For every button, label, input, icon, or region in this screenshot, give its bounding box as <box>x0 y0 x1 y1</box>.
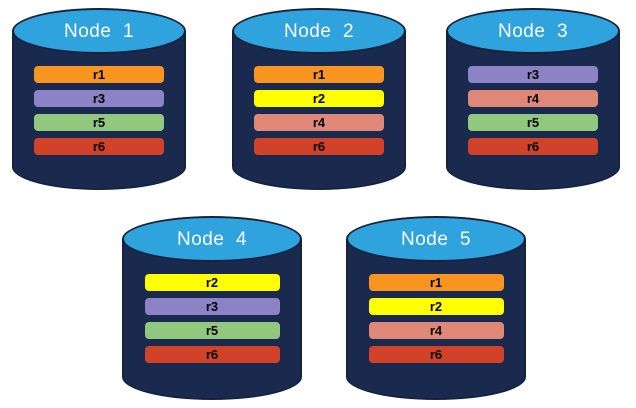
node-cylinder-top: Node 4 <box>122 216 302 262</box>
node-cylinder-body <box>446 31 620 190</box>
replica-bar-r3[interactable]: r3 <box>144 298 280 315</box>
replica-bar-r4[interactable]: r4 <box>253 114 385 131</box>
node-4[interactable]: Node 4 r2 r3 r5 r6 <box>122 216 302 400</box>
replica-label: r3 <box>205 299 219 314</box>
node-cylinder-top: Node 1 <box>12 8 186 54</box>
replica-bar-r5[interactable]: r5 <box>33 114 165 131</box>
node-label: Node 5 <box>400 228 472 250</box>
replica-list: r2 r3 r5 r6 <box>122 274 302 370</box>
replica-label: r6 <box>205 347 219 362</box>
replica-bar-r1[interactable]: r1 <box>33 66 165 83</box>
replica-bar-r6[interactable]: r6 <box>144 346 280 363</box>
replica-bar-r3[interactable]: r3 <box>33 90 165 107</box>
replica-label: r2 <box>205 275 219 290</box>
node-label: Node 1 <box>63 20 135 42</box>
replica-bar-r2[interactable]: r2 <box>368 298 504 315</box>
replica-bar-r2[interactable]: r2 <box>253 90 385 107</box>
node-cylinder-top: Node 3 <box>446 8 620 54</box>
node-cylinder-body <box>232 31 406 190</box>
replica-bar-r3[interactable]: r3 <box>467 66 599 83</box>
replica-label: r4 <box>429 323 443 338</box>
replica-label: r5 <box>205 323 219 338</box>
node-label: Node 4 <box>176 228 248 250</box>
node-label: Node 2 <box>283 20 355 42</box>
replica-bar-r6[interactable]: r6 <box>33 138 165 155</box>
replica-label: r6 <box>429 347 443 362</box>
replica-bar-r1[interactable]: r1 <box>253 66 385 83</box>
replica-list: r1 r2 r4 r6 <box>346 274 526 370</box>
replica-bar-r4[interactable]: r4 <box>467 90 599 107</box>
replica-list: r1 r3 r5 r6 <box>12 66 186 162</box>
replica-list: r3 r4 r5 r6 <box>446 66 620 162</box>
replica-bar-r6[interactable]: r6 <box>253 138 385 155</box>
node-cylinder-top: Node 5 <box>346 216 526 262</box>
replica-label: r4 <box>526 91 540 106</box>
replica-bar-r6[interactable]: r6 <box>368 346 504 363</box>
node-cylinder-top: Node 2 <box>232 8 406 54</box>
replica-label: r3 <box>92 91 106 106</box>
replica-label: r6 <box>312 139 326 154</box>
node-5[interactable]: Node 5 r1 r2 r4 r6 <box>346 216 526 400</box>
replica-label: r6 <box>92 139 106 154</box>
replica-label: r2 <box>429 299 443 314</box>
replica-label: r2 <box>312 91 326 106</box>
replica-label: r3 <box>526 67 540 82</box>
replica-label: r5 <box>92 115 106 130</box>
replica-bar-r1[interactable]: r1 <box>368 274 504 291</box>
node-2[interactable]: Node 2 r1 r2 r4 r6 <box>232 8 406 190</box>
node-cylinder-body <box>346 239 526 400</box>
replica-bar-r2[interactable]: r2 <box>144 274 280 291</box>
node-1[interactable]: Node 1 r1 r3 r5 r6 <box>12 8 186 190</box>
node-label: Node 3 <box>497 20 569 42</box>
replica-list: r1 r2 r4 r6 <box>232 66 406 162</box>
replica-bar-r5[interactable]: r5 <box>144 322 280 339</box>
replica-label: r1 <box>429 275 443 290</box>
replica-bar-r6[interactable]: r6 <box>467 138 599 155</box>
replica-label: r5 <box>526 115 540 130</box>
replica-label: r6 <box>526 139 540 154</box>
replica-label: r4 <box>312 115 326 130</box>
replica-label: r1 <box>312 67 326 82</box>
replica-bar-r5[interactable]: r5 <box>467 114 599 131</box>
replica-bar-r4[interactable]: r4 <box>368 322 504 339</box>
node-cylinder-body <box>122 239 302 400</box>
replica-label: r1 <box>92 67 106 82</box>
node-3[interactable]: Node 3 r3 r4 r5 r6 <box>446 8 620 190</box>
